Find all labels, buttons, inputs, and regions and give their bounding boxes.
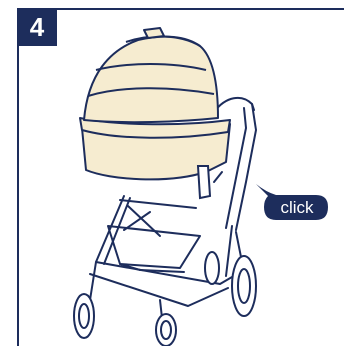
- stroller-basket: [108, 226, 200, 268]
- stroller-chassis: [96, 262, 244, 284]
- rear-right-wheel: [232, 256, 256, 316]
- stroller-handlebar: [214, 98, 254, 112]
- front-right-wheel: [156, 314, 176, 346]
- rear-left-wheel: [205, 252, 219, 284]
- carrycot: [80, 28, 230, 179]
- stroller-rear-leg: [226, 226, 232, 276]
- front-left-wheel: [74, 294, 94, 338]
- carrycot-canopy: [84, 37, 218, 123]
- click-callout-label: click: [268, 195, 326, 220]
- step-number-badge: 4: [17, 8, 57, 46]
- frame-lock-latch: [198, 166, 210, 198]
